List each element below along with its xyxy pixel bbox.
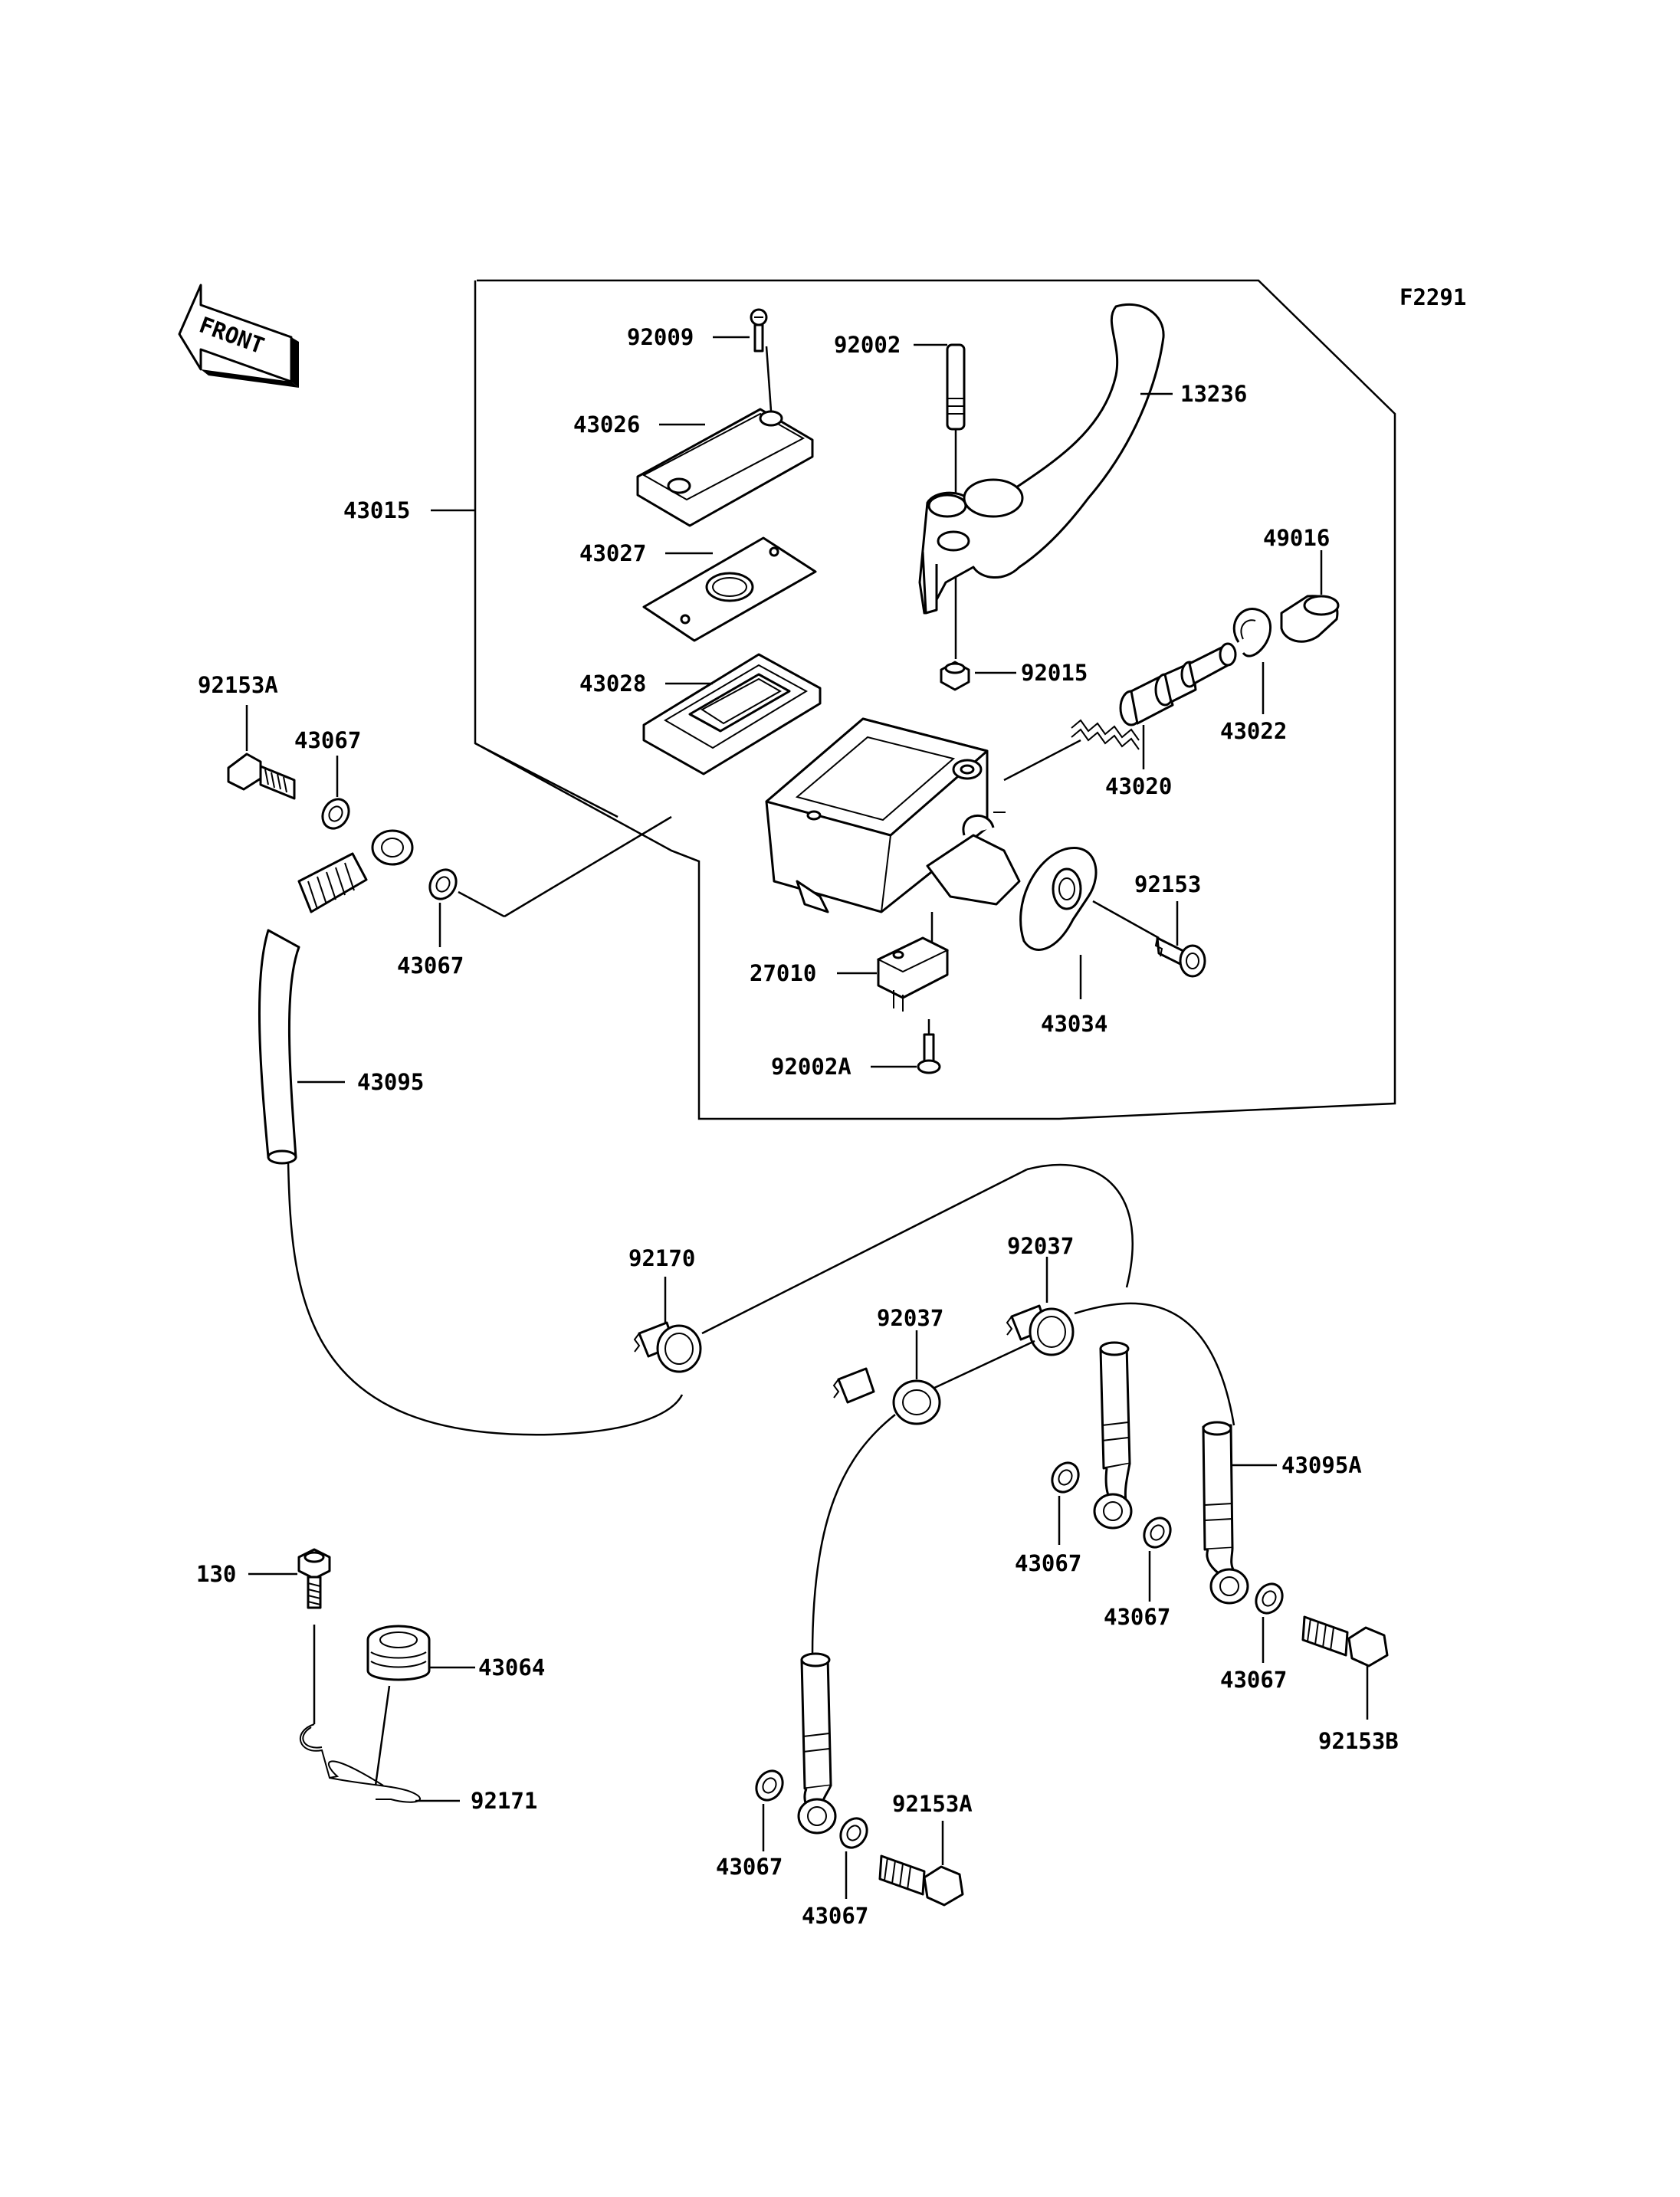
label-92002: 92002 (834, 332, 901, 358)
hose-43095A-mid-icon (1093, 1341, 1133, 1530)
nut-92015-icon (940, 661, 970, 691)
label-43067-f: 43067 (716, 1854, 783, 1880)
screw-92002A-icon (917, 1033, 941, 1074)
grommet-43064-icon (366, 1625, 431, 1681)
label-92002A: 92002A (771, 1054, 851, 1080)
clamp-43034-icon (1019, 847, 1098, 951)
label-92009: 92009 (627, 324, 694, 350)
label-43026: 43026 (573, 412, 640, 438)
banjo-bolt-92153B-icon (1301, 1615, 1389, 1667)
hose-clamp-92170-icon (633, 1321, 702, 1373)
washer-43067-d-icon (1143, 1517, 1172, 1549)
banjo-bolt-92153A-bottom-icon (878, 1854, 964, 1907)
label-43027: 43027 (579, 540, 646, 566)
washer-43067-e-icon (1255, 1582, 1284, 1615)
washer-43067-b-icon (428, 868, 458, 900)
label-92037-right: 92037 (1007, 1233, 1074, 1259)
label-43067-d: 43067 (1104, 1604, 1170, 1630)
label-43067-a: 43067 (294, 727, 361, 753)
label-43095A: 43095A (1281, 1452, 1362, 1478)
hose-clamp-92037-right-icon (1006, 1304, 1075, 1356)
lower-hose-route (811, 1414, 896, 1656)
label-43015: 43015 (343, 497, 410, 523)
master-cylinder-body-icon (765, 717, 1021, 913)
boot-49016-icon (1280, 595, 1340, 643)
label-92153B: 92153B (1318, 1728, 1399, 1754)
assembly-outline (474, 279, 1396, 1120)
label-92037-left: 92037 (877, 1305, 943, 1331)
label-92015: 92015 (1021, 660, 1088, 686)
label-43022: 43022 (1220, 718, 1287, 744)
bolt-130-icon (297, 1548, 331, 1609)
screw-92009-icon (750, 308, 768, 353)
reservoir-cap-icon (636, 408, 814, 527)
washer-43067-g-icon (839, 1817, 868, 1849)
label-43067-g: 43067 (802, 1903, 868, 1929)
label-27010: 27010 (750, 960, 816, 986)
brake-hose-43095-icon (258, 829, 414, 1165)
hose-lower-icon (797, 1652, 837, 1835)
label-43095: 43095 (357, 1069, 424, 1095)
piston-kit-43020-icon (1071, 642, 1237, 750)
label-92153A-bottom: 92153A (892, 1791, 973, 1817)
label-13236: 13236 (1180, 381, 1247, 407)
figure-code: F2291 (1399, 284, 1466, 310)
label-43067-e: 43067 (1220, 1667, 1287, 1693)
label-92170: 92170 (628, 1245, 695, 1271)
hose-route-line (287, 1161, 684, 1436)
hose-clamp-92037-left-icon (832, 1367, 941, 1425)
washer-43067-c-icon (1051, 1461, 1080, 1494)
label-43067-b: 43067 (397, 953, 464, 979)
washer-43067-f-icon (755, 1769, 784, 1802)
brake-switch-27010-icon (876, 936, 950, 1012)
label-43064: 43064 (478, 1654, 545, 1681)
brake-lever-icon (918, 303, 1165, 615)
pivot-bolt-92002-icon (946, 343, 966, 431)
label-43028: 43028 (579, 671, 646, 697)
bolt-92153-icon (1154, 936, 1206, 978)
label-43020: 43020 (1105, 773, 1172, 799)
clip-92171-icon (299, 1723, 421, 1803)
label-130: 130 (196, 1561, 236, 1587)
diaphragm-icon (642, 653, 822, 776)
banjo-bolt-92153A-top-icon (227, 753, 296, 800)
label-92153A-top: 92153A (198, 672, 278, 698)
label-92171: 92171 (471, 1788, 537, 1814)
label-92153: 92153 (1134, 871, 1201, 897)
label-43067-c: 43067 (1015, 1550, 1081, 1576)
washer-43067-a-icon (321, 798, 350, 830)
label-43034: 43034 (1041, 1011, 1107, 1037)
diaphragm-plate-icon (642, 536, 817, 642)
hose-43095A-right-icon (1202, 1421, 1249, 1605)
front-arrow-icon: FRONT (178, 284, 299, 388)
circlip-43022-icon (1232, 608, 1271, 657)
label-49016: 49016 (1263, 525, 1330, 551)
